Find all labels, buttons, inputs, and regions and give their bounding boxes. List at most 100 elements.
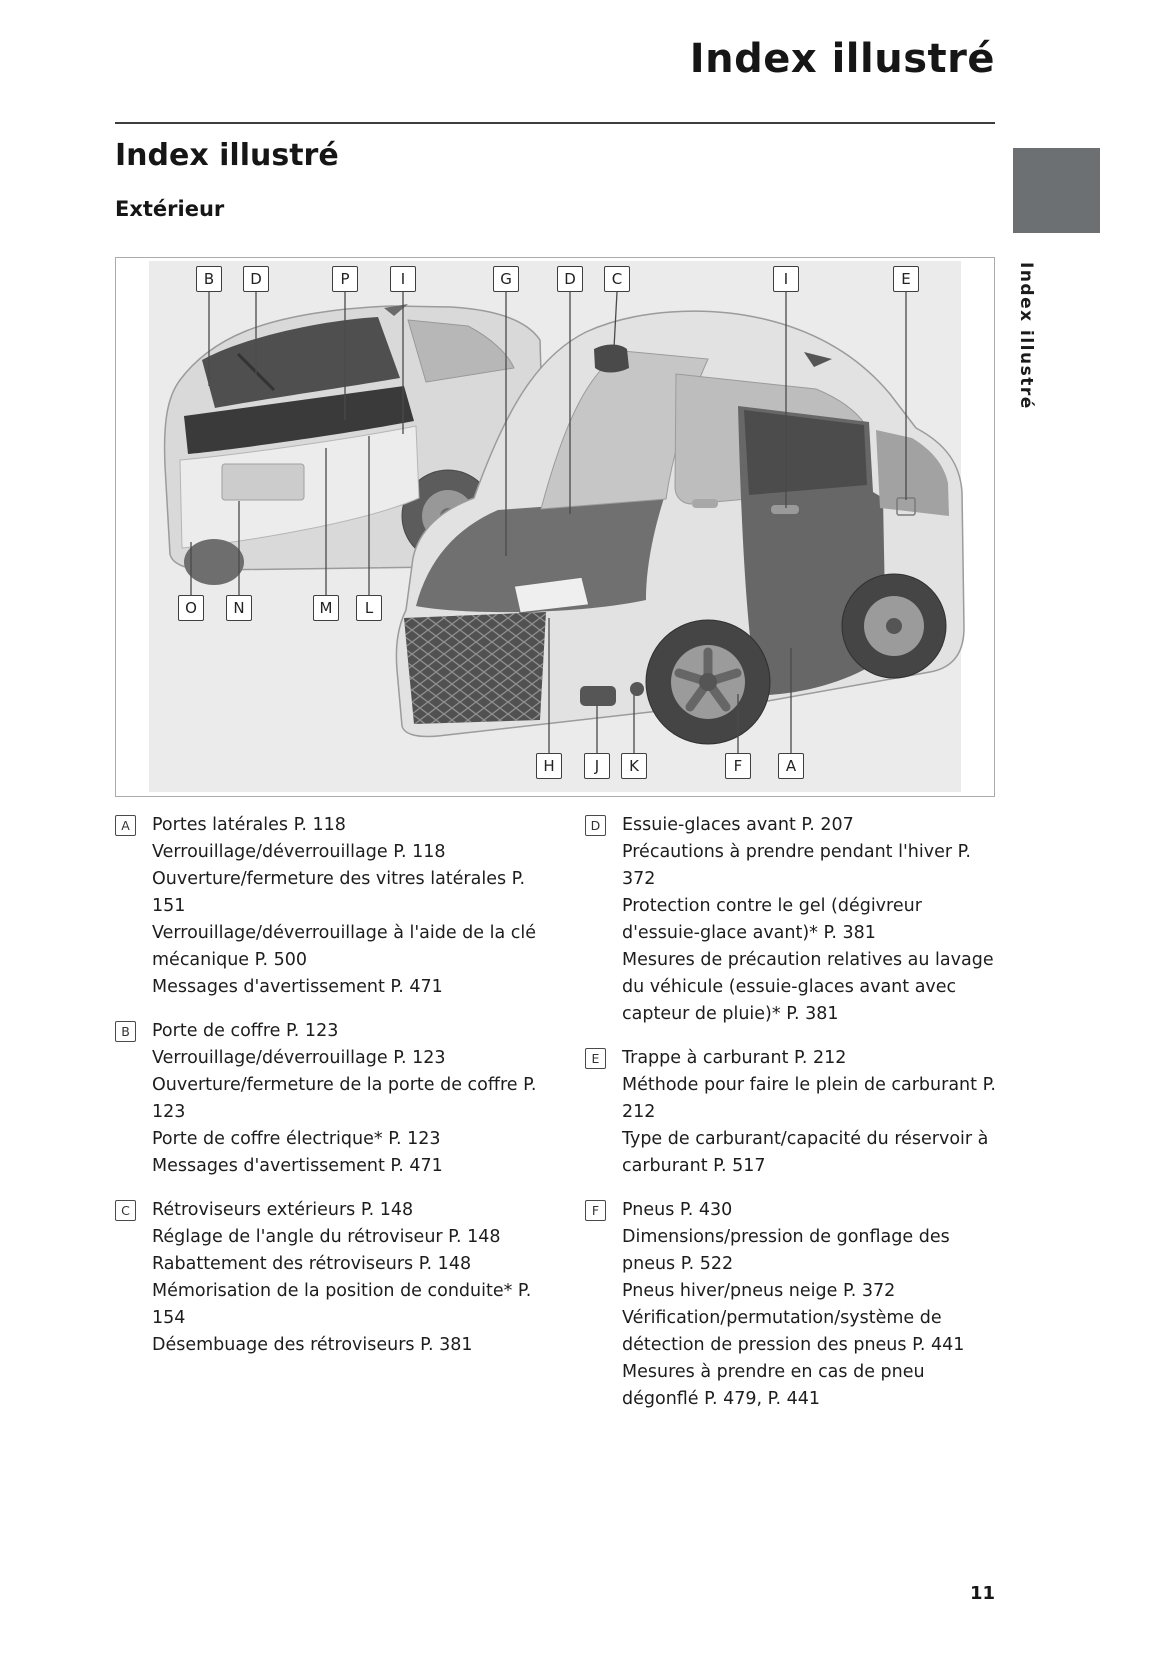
index-entry-c: C Rétroviseurs extérieurs P. 148 Réglage… xyxy=(115,1197,559,1359)
callout-lines xyxy=(190,291,907,753)
diagram-callout: I xyxy=(390,266,416,292)
chapter-side-label: Index illustré xyxy=(1016,262,1036,410)
entry-subline: Mesures à prendre en cas de pneu dégonfl… xyxy=(622,1362,925,1409)
rear-car-left-wheel xyxy=(184,539,244,585)
diagram-callout: J xyxy=(584,753,610,779)
diagram-callout: E xyxy=(893,266,919,292)
entry-letter: F xyxy=(591,1203,600,1218)
entry-letter-box: E xyxy=(585,1048,606,1069)
entry-subline: Verrouillage/déverrouillage P. 118 xyxy=(152,842,446,862)
exterior-mirror xyxy=(594,344,629,373)
index-entry-d: D Essuie-glaces avant P. 207 Précautions… xyxy=(585,812,997,1028)
quarter-window xyxy=(876,430,949,516)
callout-letter: L xyxy=(364,599,374,617)
callout-letter: I xyxy=(783,270,789,288)
section-title: Index illustré xyxy=(115,138,339,173)
entry-subline: Pneus hiver/pneus neige P. 372 xyxy=(622,1281,896,1301)
callout-letter: B xyxy=(203,270,215,288)
headlight xyxy=(513,576,590,614)
callout-letter: J xyxy=(594,757,600,775)
callout-letter: H xyxy=(543,757,555,775)
diagram-callout: D xyxy=(243,266,269,292)
entry-letter: E xyxy=(591,1051,600,1066)
hood xyxy=(416,498,664,613)
entry-subline: Type de carburant/capacité du réservoir … xyxy=(622,1129,989,1176)
callout-letter: P xyxy=(340,270,350,288)
entry-subline: Vérification/permutation/système de déte… xyxy=(622,1308,965,1355)
entry-subline: Rabattement des rétroviseurs P. 148 xyxy=(152,1254,472,1274)
entry-title: Essuie-glaces avant P. 207 xyxy=(622,815,854,835)
entry-subline: Méthode pour faire le plein de carburant… xyxy=(622,1075,996,1122)
entry-subline: Mesures de précaution relatives au lavag… xyxy=(622,950,994,1024)
entry-subline: Ouverture/fermeture des vitres latérales… xyxy=(152,869,526,916)
entry-letter-box: C xyxy=(115,1200,136,1221)
diagram-callout: N xyxy=(226,595,252,621)
callout-letter: N xyxy=(233,599,245,617)
entry-letter-box: F xyxy=(585,1200,606,1221)
entry-subline: Protection contre le gel (dégivreur d'es… xyxy=(622,896,922,943)
callout-letter: O xyxy=(185,599,197,617)
diagram-callout: O xyxy=(178,595,204,621)
windshield xyxy=(540,350,709,510)
entry-title: Portes latérales P. 118 xyxy=(152,815,346,835)
entry-subline: Verrouillage/déverrouillage à l'aide de … xyxy=(152,923,537,970)
index-entry-b: B Porte de coffre P. 123 Verrouillage/dé… xyxy=(115,1018,559,1180)
entry-title: Porte de coffre P. 123 xyxy=(152,1021,339,1041)
page-number: 11 xyxy=(969,1583,995,1604)
entry-subline: Messages d'avertissement P. 471 xyxy=(152,1156,443,1176)
entry-letter: B xyxy=(121,1024,130,1039)
entry-subline: Dimensions/pression de gonflage des pneu… xyxy=(622,1227,950,1274)
callout-letter: M xyxy=(319,599,333,617)
entry-title: Trappe à carburant P. 212 xyxy=(622,1048,847,1068)
subsection-title: Extérieur xyxy=(115,197,225,221)
callout-letter: D xyxy=(564,270,576,288)
car-illustration xyxy=(149,261,965,792)
diagram-callout: H xyxy=(536,753,562,779)
index-entry-a: A Portes latérales P. 118 Verrouillage/d… xyxy=(115,812,559,1001)
license-plate-area xyxy=(221,463,305,501)
entry-subline: Porte de coffre électrique* P. 123 xyxy=(152,1129,441,1149)
diagram-callout: M xyxy=(313,595,339,621)
callout-letter: K xyxy=(629,757,639,775)
rear-door-window xyxy=(744,410,867,495)
rear-window-glass xyxy=(202,317,400,408)
diagram-callout: I xyxy=(773,266,799,292)
callout-letter: C xyxy=(611,270,623,288)
callout-letter: E xyxy=(901,270,911,288)
entry-subline: Mémorisation de la position de conduite*… xyxy=(152,1281,532,1328)
fog-lamp xyxy=(580,686,616,706)
rear-door-handle xyxy=(771,505,799,514)
diagram-callout: P xyxy=(332,266,358,292)
chapter-tab xyxy=(1013,148,1100,233)
entry-letter: A xyxy=(121,818,130,833)
exterior-diagram: B D P I G D C I E O N M L H J K F A xyxy=(115,257,995,797)
front-antenna-fin xyxy=(804,352,832,367)
entry-letter: D xyxy=(590,818,601,833)
entry-letter-box: B xyxy=(115,1021,136,1042)
diagram-callout: G xyxy=(493,266,519,292)
diagram-callout: L xyxy=(356,595,382,621)
entry-title: Pneus P. 430 xyxy=(622,1200,733,1220)
entry-subline: Précautions à prendre pendant l'hiver P.… xyxy=(622,842,971,889)
callout-letter: A xyxy=(785,757,797,775)
callout-letter: G xyxy=(500,270,512,288)
rear-side-window xyxy=(407,319,515,383)
index-entry-e: E Trappe à carburant P. 212 Méthode pour… xyxy=(585,1045,997,1180)
entry-letter-box: A xyxy=(115,815,136,836)
index-right-column: D Essuie-glaces avant P. 207 Précautions… xyxy=(585,812,997,1430)
diagram-callout: A xyxy=(778,753,804,779)
front-vehicle xyxy=(395,310,965,745)
entry-subline: Ouverture/fermeture de la porte de coffr… xyxy=(152,1075,537,1122)
callout-letter: D xyxy=(250,270,262,288)
front-door-handle xyxy=(692,499,718,508)
diagram-callout: K xyxy=(621,753,647,779)
callout-letter: F xyxy=(733,757,743,775)
entry-subline: Messages d'avertissement P. 471 xyxy=(152,977,443,997)
header-title: Index illustré xyxy=(689,36,995,82)
diagram-callout: F xyxy=(725,753,751,779)
header-rule xyxy=(115,122,995,124)
callout-letter: I xyxy=(400,270,406,288)
diagram-callout: B xyxy=(196,266,222,292)
entry-subline: Désembuage des rétroviseurs P. 381 xyxy=(152,1335,473,1355)
